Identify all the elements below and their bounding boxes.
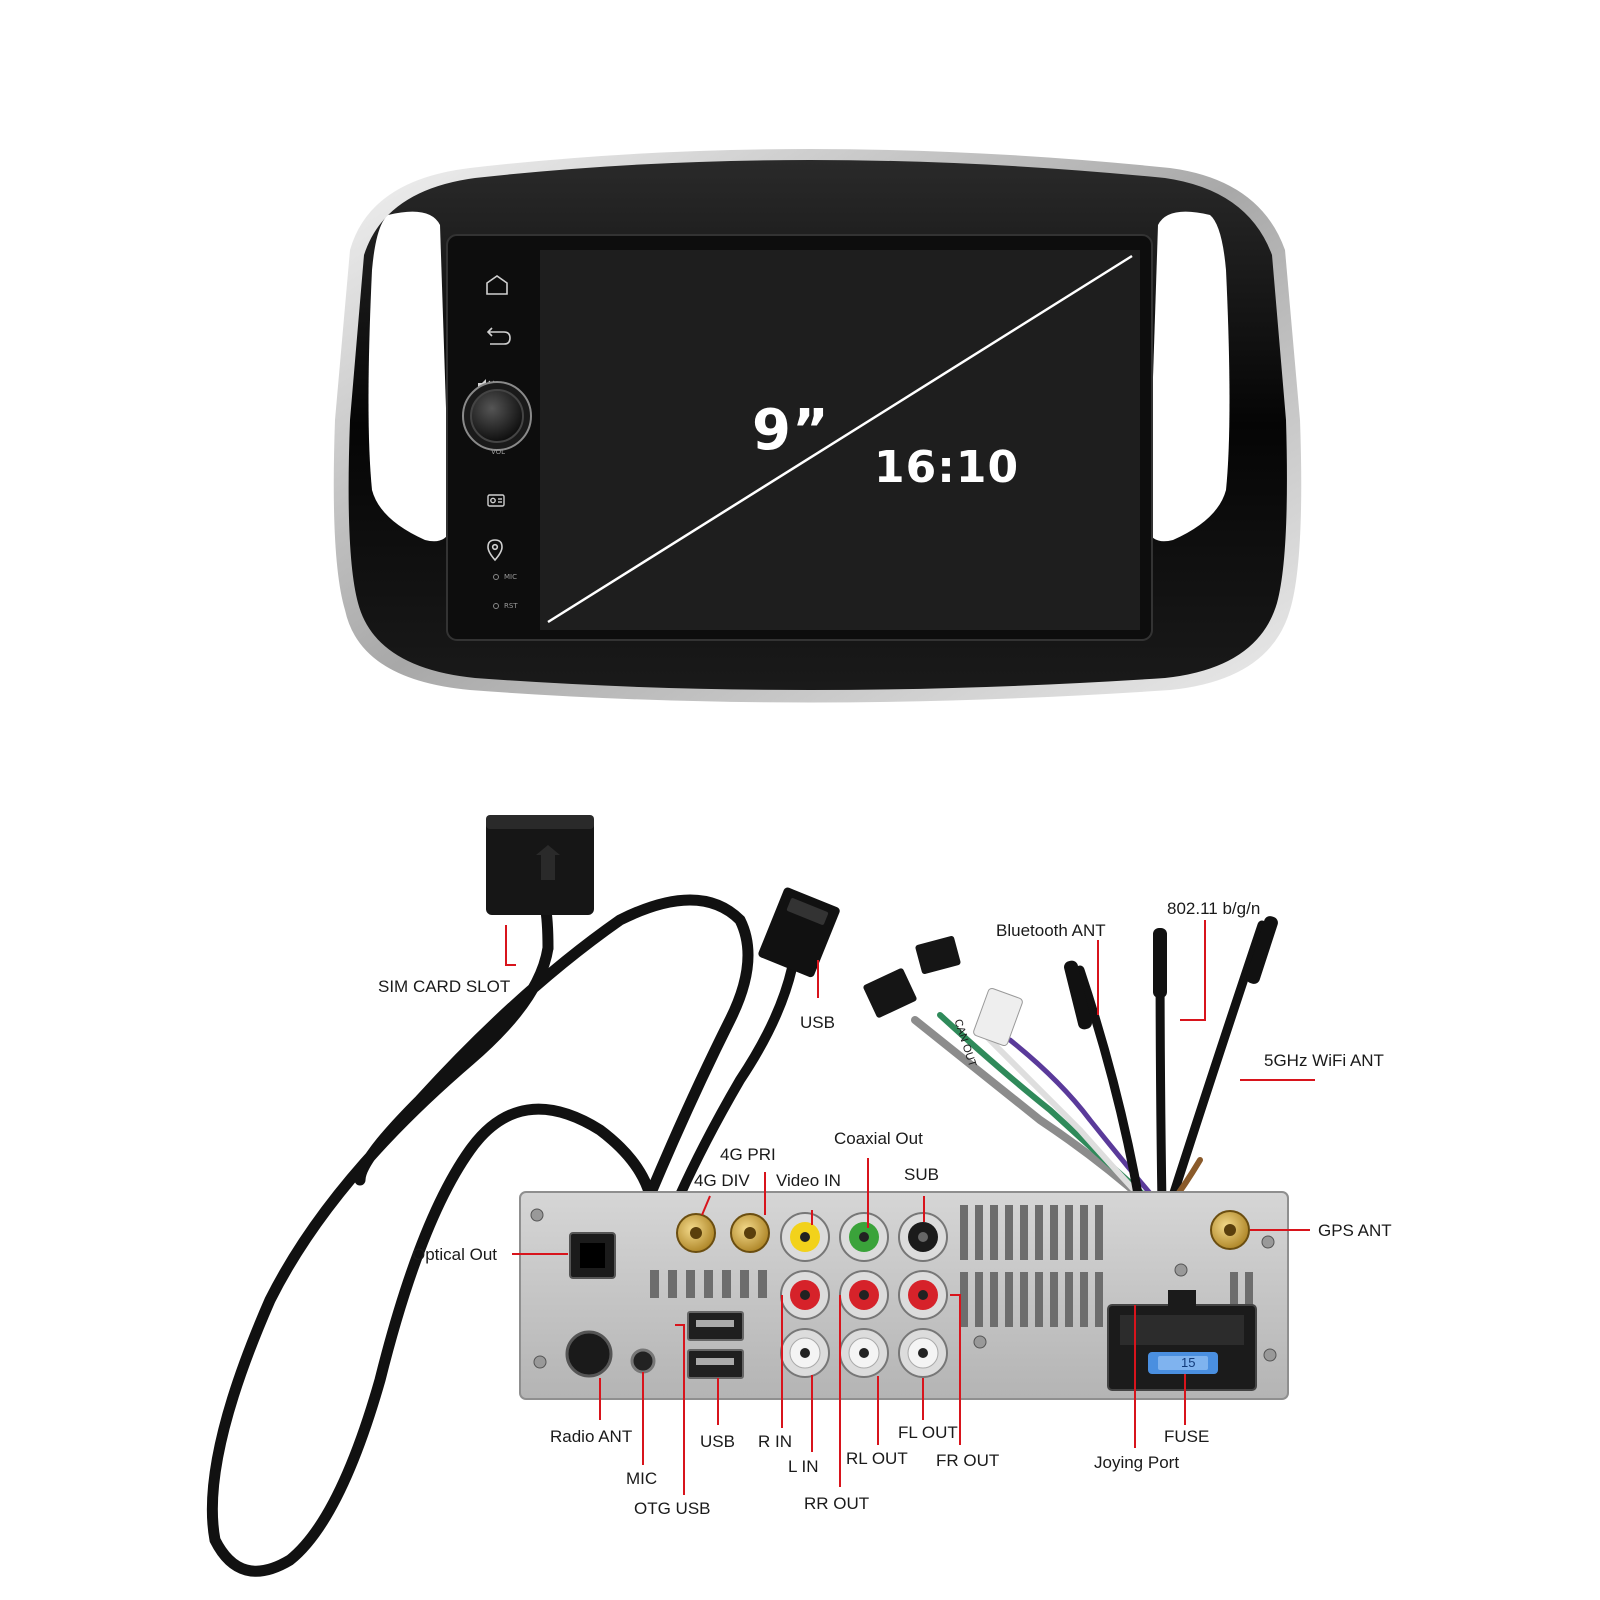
callout-otg-usb: OTG USB: [634, 1499, 711, 1518]
joying-port-socket[interactable]: [1107, 1290, 1257, 1391]
bt-antenna-wire: [1075, 965, 1145, 1210]
rca-fl-out[interactable]: [898, 1328, 948, 1378]
screw: [1261, 1235, 1275, 1249]
screw: [973, 1335, 987, 1349]
callout-r-in: R IN: [758, 1432, 792, 1451]
vol-label: VOL: [491, 448, 506, 456]
callout-mic: MIC: [626, 1469, 658, 1488]
rca-rr-out[interactable]: [839, 1270, 889, 1320]
callout-usb-top: USB: [800, 1013, 835, 1032]
usb-cable: [675, 963, 797, 1200]
callout-video-in: Video IN: [776, 1171, 841, 1190]
callout-coaxial-out: Coaxial Out: [834, 1129, 923, 1148]
harness-wire-white: [977, 1027, 1151, 1208]
rca-coaxial-out[interactable]: [839, 1212, 889, 1262]
vent-slots: [650, 1205, 1253, 1327]
rst-label: RST: [504, 602, 518, 610]
mic-jack[interactable]: [630, 1348, 656, 1374]
callout-rl-out: RL OUT: [846, 1449, 908, 1468]
bezel-left-cutout: [368, 211, 450, 542]
reset-hole[interactable]: [493, 603, 499, 609]
callout-sim-card-slot: SIM CARD SLOT: [378, 977, 511, 996]
fuse[interactable]: [1148, 1352, 1218, 1374]
antenna-tips: [1064, 916, 1278, 1030]
mic-hole: [493, 574, 499, 580]
callout-joying-port: Joying Port: [1094, 1453, 1180, 1472]
callout-5ghz-wifi-ant: 5GHz WiFi ANT: [1264, 1051, 1384, 1070]
home-icon[interactable]: [486, 275, 508, 295]
harness-wire-purple: [1007, 1037, 1163, 1208]
rca-l-in[interactable]: [780, 1328, 830, 1378]
location-icon[interactable]: [487, 539, 503, 562]
callout-4g-pri: 4G PRI: [720, 1145, 776, 1164]
callout-l-in: L IN: [788, 1457, 819, 1476]
sim-card-holder: [486, 815, 594, 915]
rear-chassis: [519, 1191, 1289, 1400]
harness-wire-gray: [911, 1016, 1154, 1209]
callout-sub: SUB: [904, 1165, 939, 1184]
radio-ant-port[interactable]: [565, 1330, 613, 1378]
head-unit-front: [333, 149, 1302, 703]
rca-rl-out[interactable]: [839, 1328, 889, 1378]
mic-label: MIC: [504, 573, 517, 581]
fuse-value: 15: [1181, 1355, 1196, 1370]
harness-plugs: [863, 936, 1023, 1047]
callout-rr-out: RR OUT: [804, 1494, 870, 1513]
cables: [206, 894, 1267, 1577]
screen-diagonal: [547, 254, 1133, 624]
rca-sub[interactable]: [898, 1212, 948, 1262]
screw: [1174, 1263, 1188, 1277]
radio-icon[interactable]: [487, 494, 505, 507]
screw: [530, 1208, 544, 1222]
usb-female-connector: [758, 887, 840, 978]
bezel-right-cutout: [1148, 211, 1230, 542]
callout-fr-out: FR OUT: [936, 1451, 1000, 1470]
aspect-ratio-label: 16:10: [874, 442, 1020, 493]
callout-fl-out: FL OUT: [898, 1423, 958, 1442]
screw: [1263, 1348, 1277, 1362]
rca-r-in[interactable]: [780, 1270, 830, 1320]
volume-knob[interactable]: [470, 389, 524, 443]
callout-fuse: FUSE: [1164, 1427, 1210, 1446]
back-icon[interactable]: [486, 327, 511, 345]
rca-video-in[interactable]: [780, 1212, 830, 1262]
screen-size-label: 9”: [752, 398, 830, 463]
sim-loop-cable: [206, 894, 754, 1577]
rca-fr-out[interactable]: [898, 1270, 948, 1320]
wifi5-antenna-wire: [1165, 920, 1267, 1210]
callout-wifi: 802.11 b/g/n: [1167, 899, 1261, 918]
screw: [533, 1355, 547, 1369]
callout-optical-out: Optical Out: [412, 1245, 498, 1264]
callout-usb-bottom: USB: [700, 1432, 735, 1451]
callout-gps-ant: GPS ANT: [1318, 1221, 1392, 1240]
leader-lines: [505, 920, 1315, 1495]
callout-radio-ant: Radio ANT: [550, 1427, 633, 1446]
callout-bluetooth-ant: Bluetooth ANT: [996, 921, 1106, 940]
callout-4g-div: 4G DIV: [694, 1171, 750, 1190]
